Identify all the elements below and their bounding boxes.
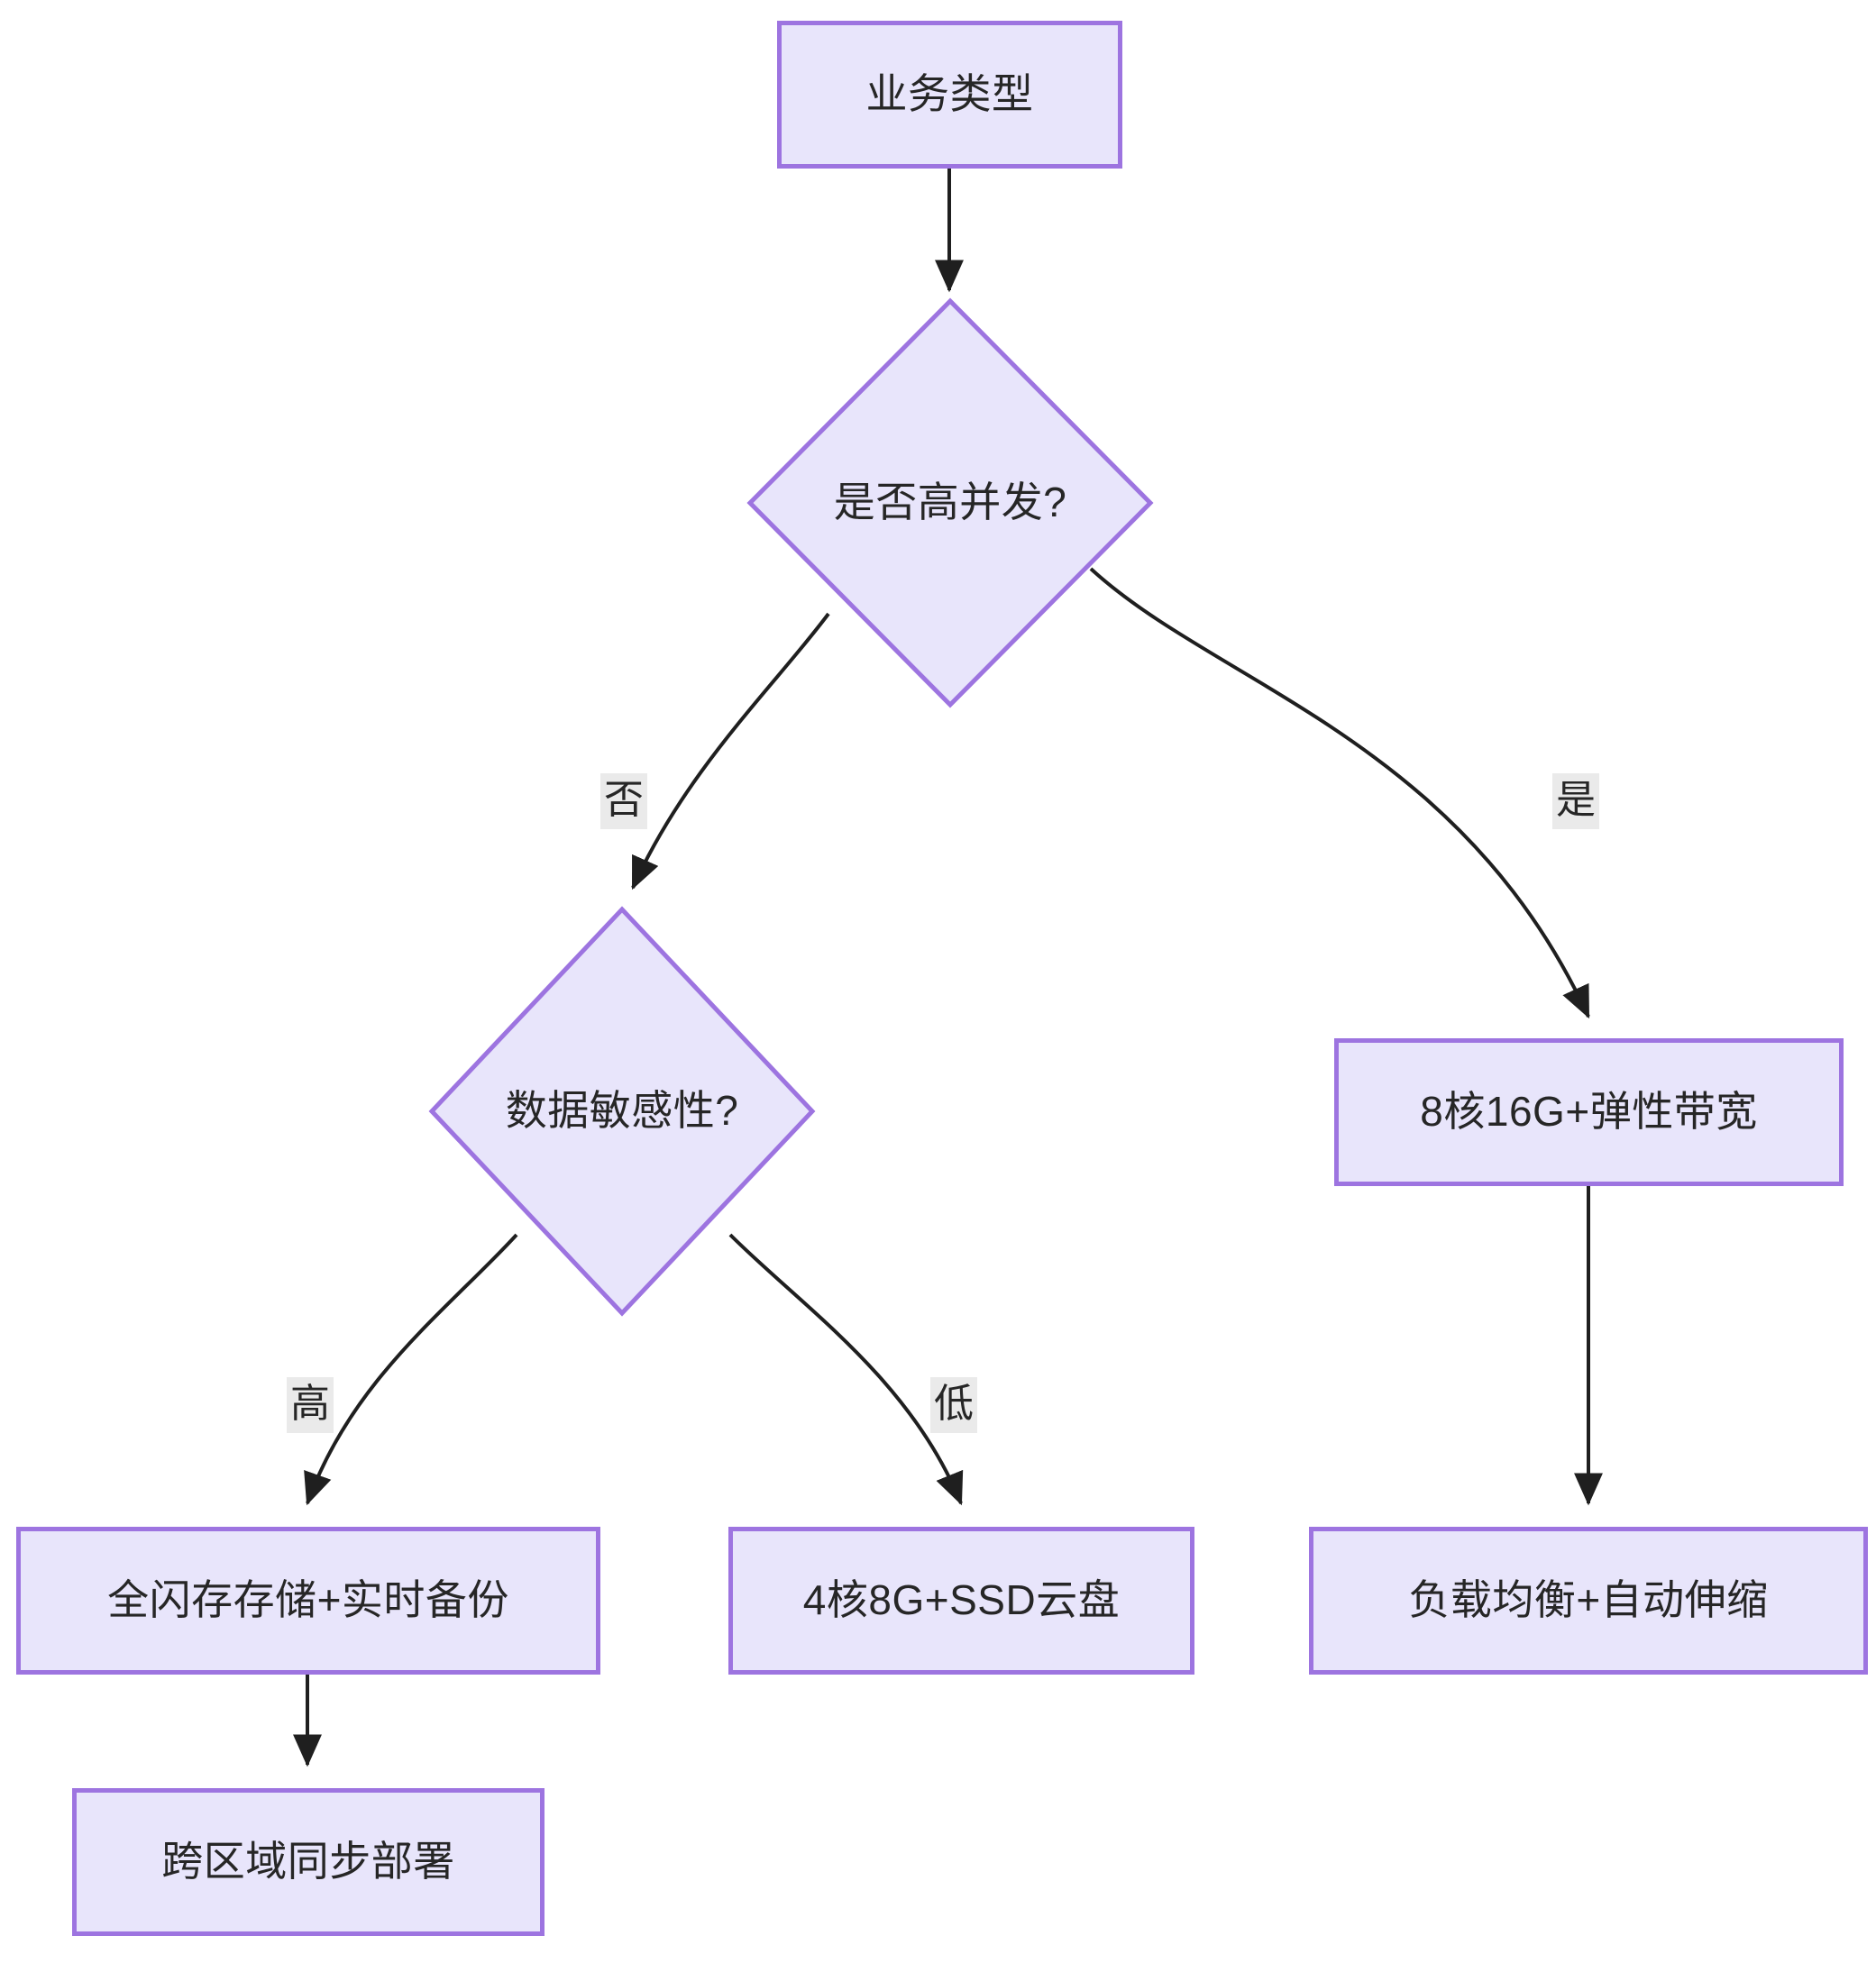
node-label: 是否高并发? [833, 479, 1067, 526]
diamond-shape [746, 297, 1154, 708]
node-load-balancing[interactable]: 负载均衡+自动伸缩 [1309, 1527, 1868, 1675]
node-spec-4core8g[interactable]: 4核8G+SSD云盘 [728, 1527, 1194, 1675]
edge-label-no: 否 [600, 773, 647, 830]
diamond-shape [428, 906, 816, 1317]
node-label: 4核8G+SSD云盘 [802, 1576, 1121, 1624]
edge-n2-n4 [1089, 567, 1590, 1019]
node-spec-8core16g[interactable]: 8核16G+弹性带宽 [1334, 1038, 1844, 1186]
node-decision-high-concurrency[interactable]: 是否高并发? [746, 297, 1154, 708]
node-label: 8核16G+弹性带宽 [1420, 1088, 1758, 1136]
node-business-type[interactable]: 业务类型 [777, 21, 1122, 169]
node-cross-region-deploy[interactable]: 跨区域同步部署 [72, 1788, 544, 1936]
edge-label-yes: 是 [1552, 773, 1599, 830]
node-decision-data-sensitivity[interactable]: 数据敏感性? [428, 906, 816, 1317]
edge-label-low: 低 [930, 1377, 977, 1434]
node-label: 全闪存存储+实时备份 [107, 1576, 509, 1624]
node-label: 数据敏感性? [505, 1087, 739, 1135]
node-label: 跨区域同步部署 [161, 1838, 455, 1885]
node-label: 业务类型 [865, 70, 1034, 118]
node-label: 负载均衡+自动伸缩 [1408, 1576, 1769, 1624]
node-allflash-storage[interactable]: 全闪存存储+实时备份 [16, 1527, 600, 1675]
edge-label-high: 高 [287, 1377, 334, 1434]
